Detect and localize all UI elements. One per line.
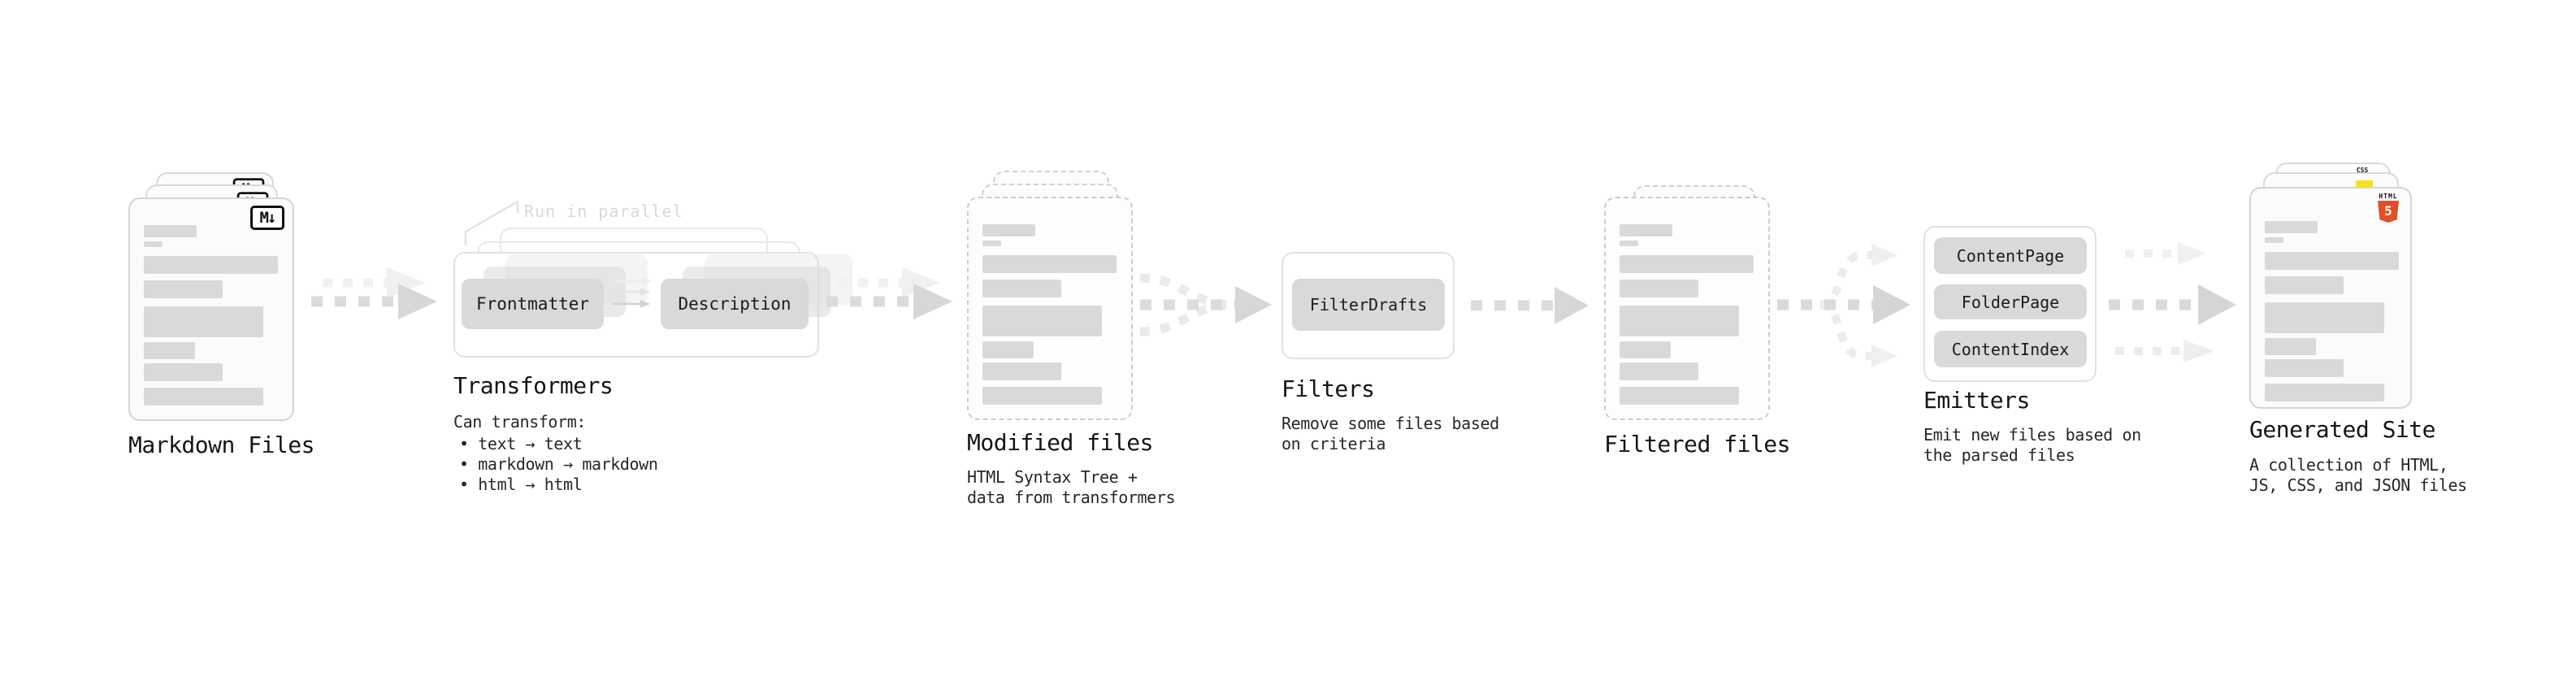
- node-caption-line: the parsed files: [1923, 445, 2075, 465]
- placeholder-bar: [1620, 224, 1672, 236]
- placeholder-bar: [144, 306, 263, 337]
- node-label: Filters: [1281, 375, 1375, 402]
- node-label: Generated Site: [2249, 416, 2436, 443]
- bullet-item: • text → text: [459, 434, 583, 453]
- node-caption-line: data from transformers: [967, 488, 1176, 507]
- node-label: Modified files: [967, 429, 1154, 456]
- placeholder-bar: [1620, 341, 1671, 358]
- placeholder-bar: [144, 342, 195, 359]
- markdown-file-card: M↓: [128, 197, 294, 421]
- flow-arrow-triple-icon: [2109, 242, 2236, 362]
- placeholder-bar: [1620, 280, 1698, 297]
- node-caption-line: A collection of HTML,: [2249, 455, 2448, 475]
- file-content-placeholder: [1620, 224, 1754, 405]
- js-file-icon: [2356, 180, 2373, 189]
- filter-box-filterdrafts: FilterDrafts: [1292, 279, 1445, 331]
- node-caption-title: Can transform:: [453, 412, 586, 432]
- placeholder-bar: [982, 341, 1034, 358]
- flow-arrow-merge-icon: [1139, 273, 1272, 336]
- flow-arrow-split-icon: [1777, 244, 1910, 367]
- modified-file-card: [967, 197, 1133, 420]
- markdown-icon: M↓: [250, 206, 284, 230]
- transformer-box-description: Description: [661, 279, 809, 329]
- node-caption-line: HTML Syntax Tree +: [967, 467, 1138, 487]
- placeholder-bar: [1620, 362, 1698, 380]
- flow-arrow-icon: [311, 267, 437, 319]
- mini-arrow-icon: [616, 277, 652, 285]
- placeholder-bar: [2265, 221, 2318, 233]
- placeholder-bar: [144, 256, 278, 274]
- placeholder-bar: [982, 241, 1001, 246]
- placeholder-bar: [144, 388, 263, 406]
- parallel-note: Run in parallel: [524, 202, 683, 221]
- placeholder-bar: [1620, 241, 1638, 246]
- placeholder-bar: [1620, 255, 1754, 273]
- node-caption-line: on criteria: [1281, 434, 1386, 453]
- placeholder-bar: [982, 224, 1035, 236]
- placeholder-bar: [144, 241, 163, 247]
- placeholder-bar: [2265, 302, 2384, 333]
- html5-icon: HTML 5: [2376, 193, 2400, 223]
- node-caption-line: JS, CSS, and JSON files: [2249, 475, 2467, 495]
- file-content-placeholder: [144, 225, 279, 406]
- placeholder-bar: [982, 280, 1061, 297]
- node-label: Markdown Files: [128, 432, 315, 458]
- node-label: Filtered files: [1604, 431, 1791, 458]
- node-caption-line: Remove some files based: [1281, 414, 1499, 433]
- placeholder-bar: [144, 225, 197, 237]
- filtered-file-card: [1604, 197, 1770, 420]
- placeholder-bar: [982, 255, 1117, 273]
- placeholder-bar: [982, 387, 1102, 405]
- file-content-placeholder: [2265, 221, 2399, 401]
- placeholder-bar: [2265, 384, 2384, 401]
- placeholder-bar: [1620, 306, 1739, 336]
- placeholder-bar: [1620, 387, 1739, 405]
- node-label: Emitters: [1923, 387, 2030, 414]
- placeholder-bar: [144, 363, 223, 381]
- bullet-item: • html → html: [459, 475, 583, 494]
- placeholder-bar: [2265, 276, 2344, 294]
- placeholder-bar: [2265, 237, 2283, 243]
- generated-site-card: HTML 5: [2249, 187, 2412, 409]
- emitter-box-folderpage: FolderPage: [1934, 284, 2087, 319]
- note-connector-line: [464, 200, 519, 245]
- file-content-placeholder: [982, 224, 1117, 405]
- flow-arrow-icon: [1471, 287, 1589, 324]
- mini-arrow-icon: [614, 288, 650, 296]
- node-caption-line: Emit new files based on: [1923, 425, 2141, 445]
- bullet-item: • markdown → markdown: [459, 454, 658, 474]
- transformer-box-frontmatter: Frontmatter: [462, 279, 604, 329]
- placeholder-bar: [982, 362, 1061, 380]
- node-label: Transformers: [453, 372, 614, 399]
- mini-arrow-icon: [613, 300, 650, 308]
- placeholder-bar: [982, 306, 1102, 336]
- placeholder-bar: [144, 280, 223, 298]
- placeholder-bar: [2265, 338, 2316, 355]
- placeholder-bar: [2265, 252, 2399, 270]
- flow-arrow-icon: [826, 267, 952, 319]
- emitter-box-contentpage: ContentPage: [1934, 237, 2087, 274]
- emitter-box-contentindex: ContentIndex: [1934, 331, 2087, 367]
- placeholder-bar: [2265, 359, 2344, 377]
